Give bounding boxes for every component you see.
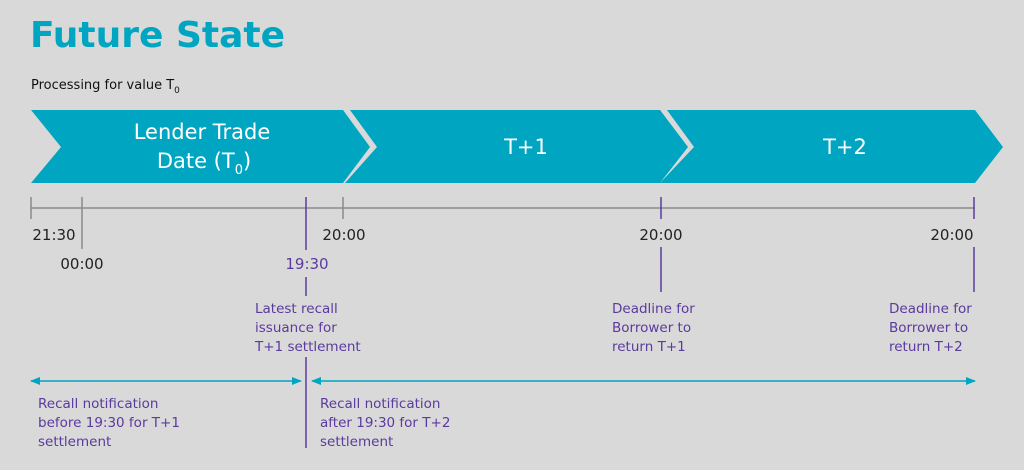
svg-text:Borrower to: Borrower to: [612, 320, 691, 336]
svg-text:Deadline for: Deadline for: [889, 301, 972, 317]
subtitle: Processing for value T0: [31, 78, 180, 96]
phase-label-t2: T+2: [822, 135, 867, 159]
phase-label-t1: T+1: [503, 135, 548, 159]
svg-text:Borrower to: Borrower to: [889, 320, 968, 336]
svg-text:after 19:30 for T+2: after 19:30 for T+2: [320, 415, 450, 431]
svg-text:Latest recall: Latest recall: [255, 301, 338, 317]
time-2000-t2: 20:00: [930, 226, 973, 244]
svg-text:Recall notification: Recall notification: [320, 396, 441, 412]
phase-label-lender-trade: Lender Trade: [134, 120, 271, 144]
svg-text:before 19:30 for T+1: before 19:30 for T+1: [38, 415, 180, 431]
phase-t-plus-2: [660, 110, 1003, 183]
time-2000-t1: 20:00: [639, 226, 682, 244]
time-1930: 19:30: [285, 255, 328, 273]
svg-text:T+1 settlement: T+1 settlement: [254, 339, 361, 355]
svg-text:issuance for: issuance for: [255, 320, 337, 336]
phase-lender-trade-date: [31, 110, 370, 183]
milestone-lines: [305, 197, 975, 448]
phase-label-date-t0: Date (T0): [157, 149, 251, 178]
svg-text:Deadline for: Deadline for: [612, 301, 695, 317]
latest-recall-note: Latest recall issuance for T+1 settlemen…: [254, 301, 361, 355]
svg-text:return T+2: return T+2: [889, 339, 963, 355]
deadline-t2-note: Deadline for Borrower to return T+2: [889, 301, 972, 355]
svg-text:Recall notification: Recall notification: [38, 396, 159, 412]
time-2000-t0: 20:00: [322, 226, 365, 244]
svg-text:return T+1: return T+1: [612, 339, 686, 355]
time-2130: 21:30: [32, 226, 75, 244]
recall-before-note: Recall notification before 19:30 for T+1…: [38, 396, 180, 450]
timeline-axis: [30, 197, 975, 249]
time-0000: 00:00: [60, 255, 103, 273]
svg-text:settlement: settlement: [38, 434, 111, 450]
recall-after-note: Recall notification after 19:30 for T+2 …: [320, 396, 450, 450]
svg-text:settlement: settlement: [320, 434, 393, 450]
deadline-t1-note: Deadline for Borrower to return T+1: [612, 301, 695, 355]
page-title: Future State: [30, 15, 285, 56]
phase-t-plus-1: [345, 110, 688, 183]
